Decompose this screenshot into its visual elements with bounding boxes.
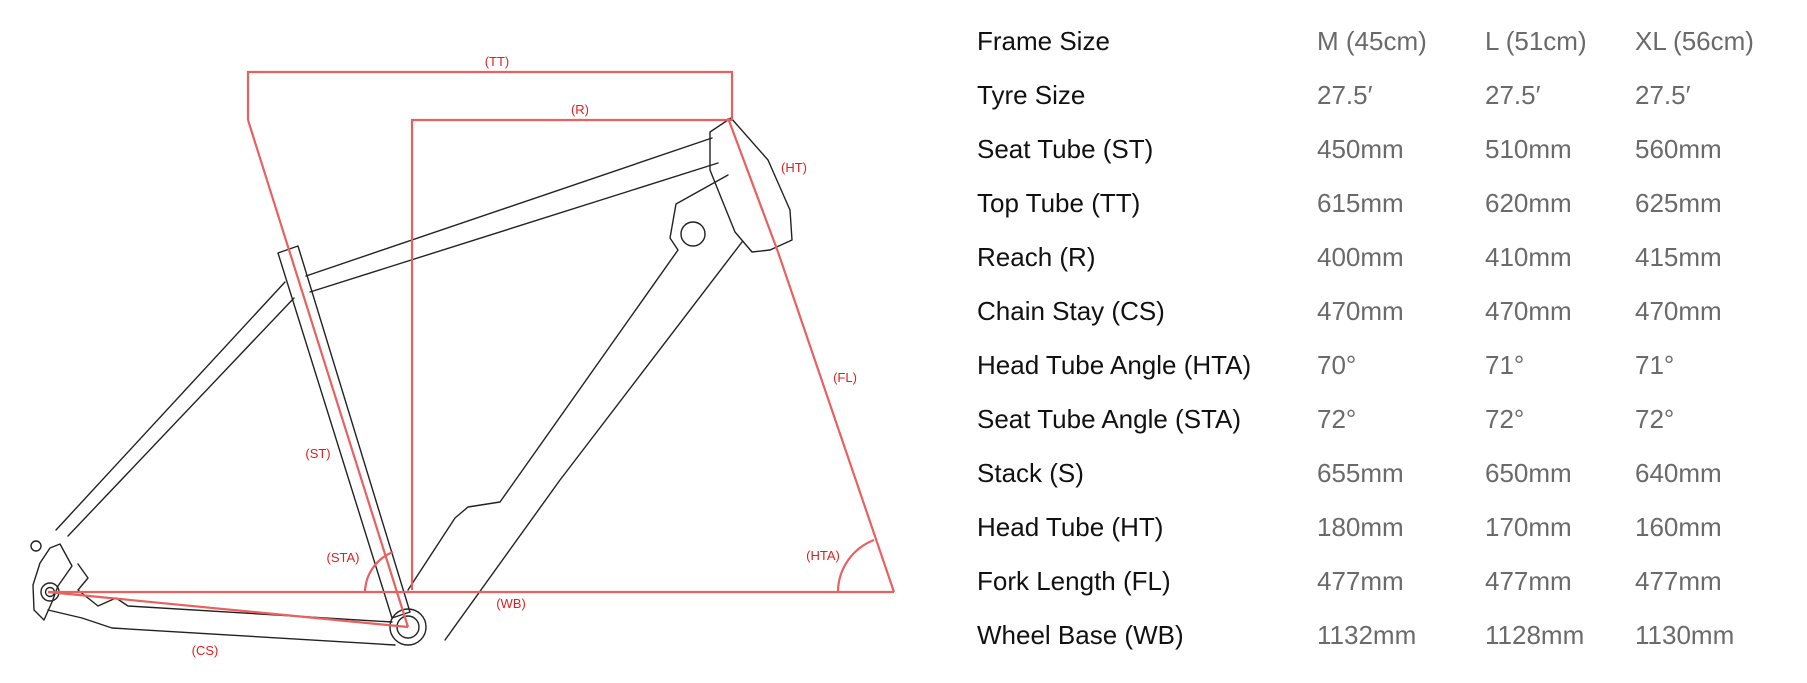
row-value-l: 510mm xyxy=(1485,133,1572,164)
row-value-xl: 640mm xyxy=(1635,457,1722,488)
header-label: Frame Size xyxy=(977,25,1110,56)
chain-stay-lower xyxy=(47,609,396,646)
row-value-l: 410mm xyxy=(1485,241,1572,272)
fork-length-line xyxy=(776,251,896,593)
table-row: Seat Tube (ST) 450mm 510mm 560mm xyxy=(977,122,1805,176)
top-tube-dimension xyxy=(246,70,734,120)
row-label: Top Tube (TT) xyxy=(977,187,1141,218)
row-value-xl: 477mm xyxy=(1635,565,1722,596)
top-tube-upper-edge xyxy=(305,137,713,277)
head-tube-label: (HT) xyxy=(781,160,807,175)
table-row: Seat Tube Angle (STA) 72° 72° 72° xyxy=(977,392,1805,446)
derailleur-hanger xyxy=(30,540,42,552)
head-tube-angle-arc xyxy=(836,538,875,593)
reach-label: (R) xyxy=(571,102,589,117)
header-size-m: M (45cm) xyxy=(1317,25,1427,56)
row-label: Head Tube Angle (HTA) xyxy=(977,349,1252,380)
down-tube-lower-edge xyxy=(444,241,743,641)
dimension-labels: (TT) (R) (HT) (FL) (ST) (STA) (HTA) (WB)… xyxy=(192,54,857,658)
row-label: Stack (S) xyxy=(977,457,1084,488)
seat-axis-line xyxy=(246,119,410,628)
row-value-m: 72° xyxy=(1317,403,1357,434)
top-tube-label: (TT) xyxy=(485,54,510,69)
row-value-m: 180mm xyxy=(1317,511,1404,542)
row-value-xl: 71° xyxy=(1635,349,1675,380)
head-tube-angle-label: (HTA) xyxy=(806,548,840,563)
head-tube-shape xyxy=(709,117,793,253)
row-label: Seat Tube Angle (STA) xyxy=(977,403,1241,434)
row-label: Head Tube (HT) xyxy=(977,511,1164,542)
row-value-m: 477mm xyxy=(1317,565,1404,596)
seat-tube-shape xyxy=(277,245,411,619)
row-value-m: 1132mm xyxy=(1317,619,1417,650)
row-value-xl: 27.5′ xyxy=(1635,79,1691,110)
bike-frame-outline xyxy=(30,117,793,646)
wheel-base-label: (WB) xyxy=(496,596,526,611)
row-value-m: 27.5′ xyxy=(1317,79,1373,110)
row-label: Reach (R) xyxy=(977,241,1096,272)
geometry-table: Frame Size M (45cm) L (51cm) XL (56cm) T… xyxy=(977,14,1805,662)
frame-geometry-diagram: (TT) (R) (HT) (FL) (ST) (STA) (HTA) (WB)… xyxy=(30,54,896,658)
table-row: Tyre Size 27.5′ 27.5′ 27.5′ xyxy=(977,68,1805,122)
row-value-m: 400mm xyxy=(1317,241,1404,272)
seat-tube-label: (ST) xyxy=(305,446,330,461)
table-header-row: Frame Size M (45cm) L (51cm) XL (56cm) xyxy=(977,14,1805,68)
seat-tube-angle-label: (STA) xyxy=(327,550,360,565)
bottle-boss xyxy=(680,221,706,247)
chain-stay-upper xyxy=(77,563,393,623)
row-value-l: 71° xyxy=(1485,349,1525,380)
row-value-l: 477mm xyxy=(1485,565,1572,596)
row-label: Chain Stay (CS) xyxy=(977,295,1165,326)
dimension-lines xyxy=(47,70,896,629)
row-value-l: 470mm xyxy=(1485,295,1572,326)
top-tube-lower-edge xyxy=(309,162,719,293)
row-value-l: 620mm xyxy=(1485,187,1572,218)
row-label: Wheel Base (WB) xyxy=(977,619,1184,650)
table-row: Reach (R) 400mm 410mm 415mm xyxy=(977,230,1805,284)
row-label: Tyre Size xyxy=(977,79,1086,110)
row-value-l: 170mm xyxy=(1485,511,1572,542)
row-value-m: 615mm xyxy=(1317,187,1404,218)
row-value-l: 1128mm xyxy=(1485,619,1585,650)
seat-tube-angle-arc xyxy=(363,550,394,593)
chain-stay-label: (CS) xyxy=(192,643,219,658)
geometry-table-body: Frame Size M (45cm) L (51cm) XL (56cm) T… xyxy=(977,14,1805,662)
down-tube-shape xyxy=(407,174,729,591)
row-value-m: 655mm xyxy=(1317,457,1404,488)
row-value-xl: 470mm xyxy=(1635,295,1722,326)
row-value-xl: 560mm xyxy=(1635,133,1722,164)
row-value-m: 70° xyxy=(1317,349,1357,380)
reach-dimension xyxy=(410,118,732,590)
table-row: Wheel Base (WB) 1132mm 1128mm 1130mm xyxy=(977,608,1805,662)
chain-stay-line xyxy=(47,590,409,629)
row-value-xl: 72° xyxy=(1635,403,1675,434)
row-value-xl: 415mm xyxy=(1635,241,1722,272)
row-value-xl: 160mm xyxy=(1635,511,1722,542)
table-row: Top Tube (TT) 615mm 620mm 625mm xyxy=(977,176,1805,230)
row-value-l: 72° xyxy=(1485,403,1525,434)
table-row: Stack (S) 655mm 650mm 640mm xyxy=(977,446,1805,500)
table-row: Head Tube (HT) 180mm 170mm 160mm xyxy=(977,500,1805,554)
row-value-m: 450mm xyxy=(1317,133,1404,164)
header-size-xl: XL (56cm) xyxy=(1635,25,1754,56)
row-value-l: 27.5′ xyxy=(1485,79,1541,110)
seat-stay-outer xyxy=(55,281,286,531)
head-tube-axis xyxy=(726,117,780,253)
fork-length-label: (FL) xyxy=(833,370,857,385)
rear-dropout xyxy=(32,543,73,621)
seat-stay-inner xyxy=(67,297,295,537)
row-value-m: 470mm xyxy=(1317,295,1404,326)
bottom-bracket-outer xyxy=(389,608,427,646)
header-size-l: L (51cm) xyxy=(1485,25,1587,56)
table-row: Head Tube Angle (HTA) 70° 71° 71° xyxy=(977,338,1805,392)
row-value-xl: 625mm xyxy=(1635,187,1722,218)
row-label: Fork Length (FL) xyxy=(977,565,1171,596)
table-row: Fork Length (FL) 477mm 477mm 477mm xyxy=(977,554,1805,608)
row-value-l: 650mm xyxy=(1485,457,1572,488)
row-value-xl: 1130mm xyxy=(1635,619,1735,650)
table-row: Chain Stay (CS) 470mm 470mm 470mm xyxy=(977,284,1805,338)
row-label: Seat Tube (ST) xyxy=(977,133,1154,164)
